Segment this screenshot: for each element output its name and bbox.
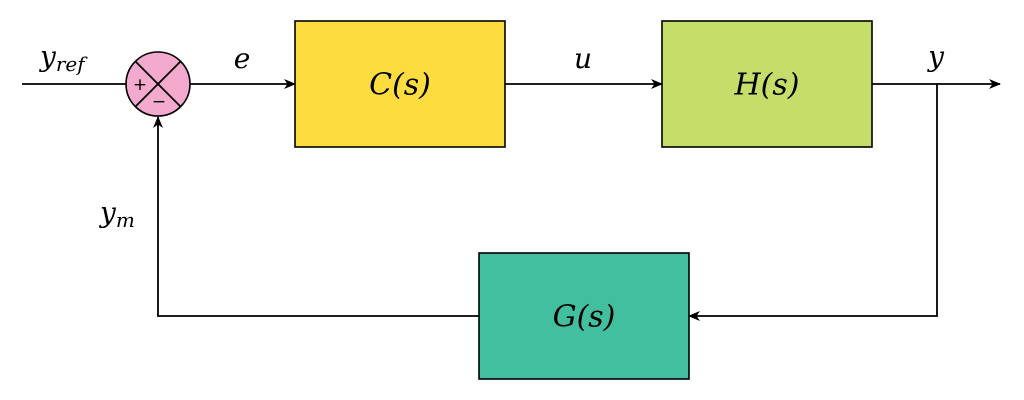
- reference-signal-base: y: [38, 40, 57, 73]
- plant-block-rect: [661, 20, 873, 148]
- sensor-block-label: G(s): [553, 300, 616, 335]
- feedback-wire-to-sensor: [688, 84, 938, 321]
- controller-block-rect: [294, 20, 506, 148]
- measured-signal-base: y: [98, 196, 117, 229]
- measured-signal-subscript: m: [116, 208, 135, 232]
- plus-sign: +: [133, 75, 147, 95]
- plant-block-label: H(s): [734, 68, 800, 103]
- feedback-wire-to-junction: [153, 116, 479, 317]
- minus-sign: −: [152, 92, 166, 112]
- reference-signal-subscript: ref: [56, 52, 88, 76]
- sensor-block: G(s): [478, 252, 690, 380]
- plant-block: H(s): [661, 20, 873, 148]
- sensor-block-rect: [478, 252, 690, 380]
- control-signal-label: u: [574, 42, 592, 75]
- measured-signal-label: ym: [98, 196, 135, 232]
- error-signal-label: e: [234, 42, 251, 75]
- controller-block: C(s): [294, 20, 506, 148]
- controller-block-label: C(s): [369, 68, 431, 103]
- reference-signal-label: yref: [38, 40, 88, 76]
- summing-junction: + −: [125, 51, 191, 117]
- output-signal-label: y: [926, 40, 945, 73]
- summing-junction-cross-b: [134, 60, 182, 108]
